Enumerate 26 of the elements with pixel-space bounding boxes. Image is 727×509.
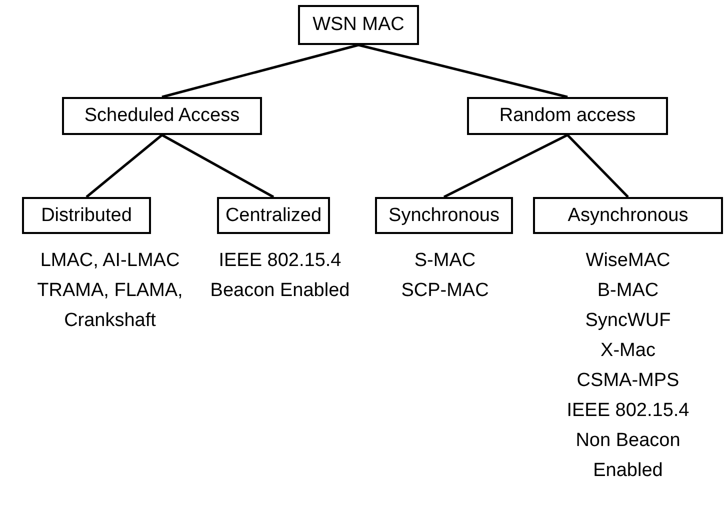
protocol-name: Beacon Enabled — [209, 279, 351, 303]
protocol-name: TRAMA, FLAMA, — [36, 279, 184, 303]
protocol-name: X-Mac — [600, 339, 656, 363]
protocol-name: SCP-MAC — [400, 279, 490, 303]
protocol-name: IEEE 802.15.4 — [218, 249, 342, 273]
protocol-name: WiseMAC — [584, 249, 672, 273]
category-box: Synchronous — [375, 197, 513, 234]
protocol-name: B-MAC — [596, 279, 660, 303]
connector-line — [358, 44, 568, 98]
category-box: Distributed — [22, 197, 151, 234]
category-box: Centralized — [217, 197, 330, 234]
category-box: Asynchronous — [533, 197, 723, 234]
protocol-name: IEEE 802.15.4 Non Beacon Enabled — [566, 399, 690, 483]
connector-line — [161, 134, 274, 198]
category-box: Scheduled Access — [62, 97, 262, 135]
category-box: WSN MAC — [298, 5, 419, 45]
protocol-name: LMAC, AI-LMAC — [39, 249, 181, 273]
protocol-name: SyncWUF — [584, 309, 672, 333]
protocol-name: S-MAC — [413, 249, 477, 273]
connector-line — [162, 44, 359, 98]
connector-line — [86, 134, 163, 198]
protocol-name: CSMA-MPS — [576, 369, 680, 393]
protocol-name: Crankshaft — [63, 309, 157, 333]
connector-line — [566, 134, 629, 198]
connector-line — [443, 134, 568, 198]
category-box: Random access — [467, 97, 668, 135]
